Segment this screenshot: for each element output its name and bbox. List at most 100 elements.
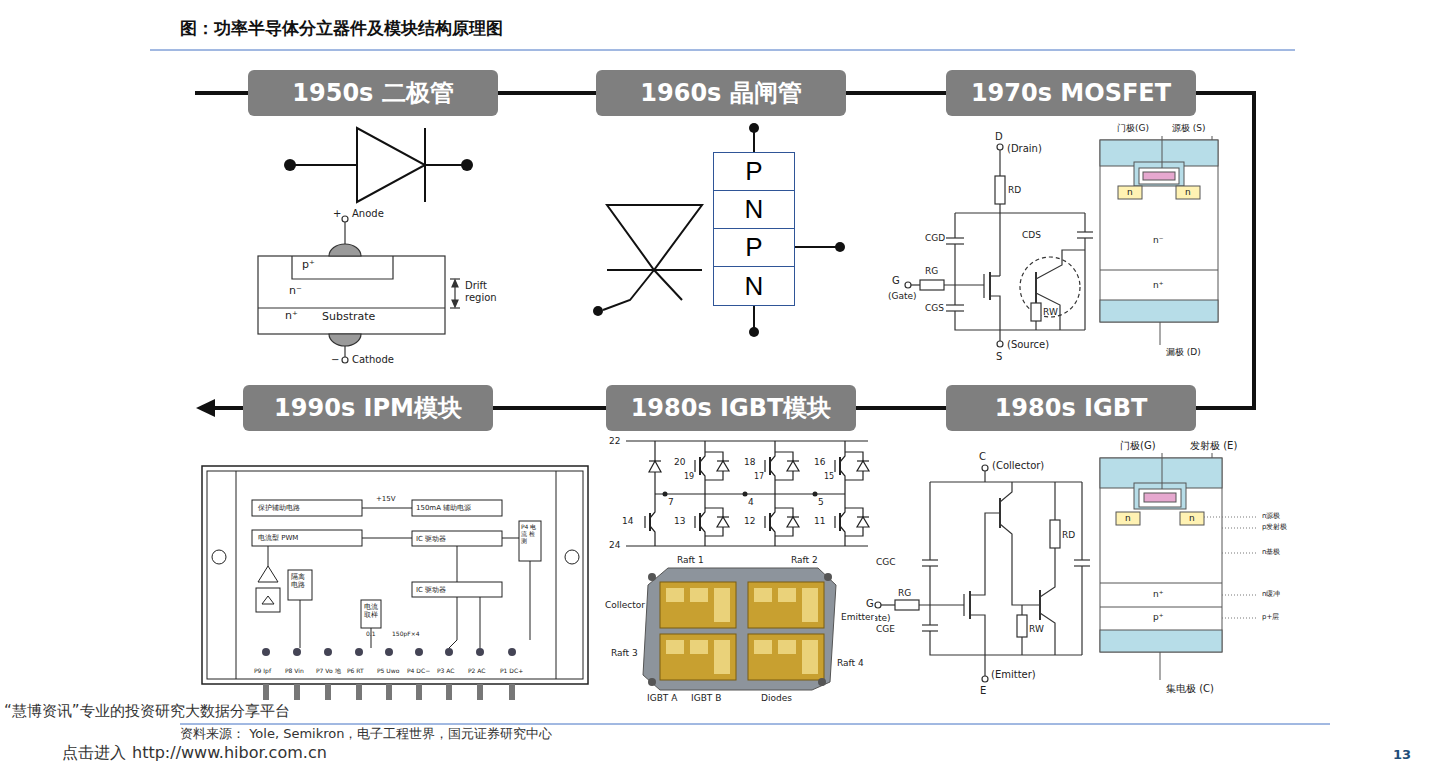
terminal-number: 24 (609, 540, 620, 550)
igbt-section-label: 门极(G) (1120, 440, 1156, 452)
igbt-section-label: 集电极 (C) (1166, 683, 1214, 695)
era-box: 1970s MOSFET (946, 70, 1196, 116)
semiconductor-layer: N (713, 190, 795, 229)
mosfet-section-label: 漏极 (D) (1166, 347, 1201, 357)
ipm-block-label: 电流型 PWM (258, 534, 298, 542)
igbt-section-label: n基极 (1262, 548, 1280, 556)
diode-label: + (333, 208, 341, 220)
era-label: 1990s IPM模块 (274, 395, 462, 421)
footer-text: 13 (1393, 748, 1411, 763)
mosfet-section-label: 门极(G) (1117, 123, 1149, 133)
mosfet-circuit-label: D (995, 131, 1003, 143)
ipm-block-label: 隔离 电路 (291, 573, 309, 589)
igbt-circuit-label: CGE (876, 624, 895, 634)
ipm-block-label: 0.1 (366, 631, 376, 638)
mosfet-circuit-label: CDS (1022, 230, 1041, 240)
igbt-section-label: p+层 (1262, 613, 1279, 621)
timeline-connector (856, 406, 946, 410)
footer-text: http://www.hibor.com.cn (132, 744, 327, 762)
era-box: 1980s IGBT模块 (606, 385, 856, 431)
igbt-section-label: n⁺ (1153, 589, 1163, 599)
diode-symbol (284, 128, 473, 202)
mosfet-section-label: 源极 (S) (1172, 123, 1206, 133)
semiconductor-layer: P (713, 228, 795, 267)
era-label: 1950s 二极管 (292, 80, 453, 106)
terminal-number: 18 (744, 457, 755, 467)
igbt-section-label: 发射极 (E) (1190, 440, 1237, 452)
pin-name: P6 RT (347, 668, 364, 675)
diode-label: Substrate (322, 311, 375, 324)
module-part-label: IGBT B (690, 693, 722, 703)
ipm-block-label: 电流 取样 (364, 603, 380, 619)
pin-name: P9 Ipf (254, 668, 271, 675)
module-part-label: Raft 1 (676, 555, 705, 565)
terminal-number: 15 (824, 472, 834, 481)
module-part-label: Collector (604, 600, 646, 610)
ipm-pins (262, 648, 516, 700)
timeline-connector (1196, 93, 1254, 408)
diode-label: Anode (352, 208, 384, 220)
rules (150, 50, 1330, 724)
terminal-number: 11 (814, 516, 825, 526)
ipm-block-label: 保护辅助电路 (258, 504, 300, 512)
mosfet-circuit-label: (Drain) (1007, 143, 1042, 155)
ipm-block-label: 150pF×4 (392, 631, 420, 638)
layer-letter: P (745, 157, 762, 186)
module-photo (643, 568, 836, 690)
footer-text: “慧博资讯”专业的投资研究大数据分享平台 (4, 703, 290, 720)
igbt-section-label: p发射极 (1262, 523, 1287, 531)
era-box: 1980s IGBT (946, 385, 1196, 431)
igbt-circuit-label: E (980, 685, 986, 697)
igbt-circuit-label: RW (1029, 624, 1044, 634)
layer-letter: N (745, 272, 764, 301)
terminal-number: 17 (754, 472, 764, 481)
igbt-layer-leaders (1204, 517, 1258, 618)
terminal-number: 13 (674, 516, 685, 526)
igbt-circuit-label: (Emitter) (991, 669, 1036, 681)
mosfet-circuit-label: RW (1043, 307, 1058, 317)
igbt-circuit-label: C (979, 451, 986, 463)
semiconductor-layer: N (713, 266, 795, 306)
mosfet-section-label: n (1185, 187, 1191, 197)
pin-name: P7 Vo 地 (316, 668, 341, 675)
era-label: 1970s MOSFET (971, 80, 1171, 106)
pin-name: P1 DC+ (500, 668, 523, 675)
ipm-block-label: +15V (376, 495, 396, 503)
igbt-equivalent-circuit (875, 465, 1090, 682)
semiconductor-layer: P (713, 152, 795, 191)
mosfet-section-label: n (1127, 187, 1133, 197)
igbt-circuit-label: CGC (876, 557, 896, 567)
era-label: 1980s IGBT模块 (631, 395, 832, 421)
pin-name: P8 Vin (285, 668, 304, 675)
mosfet-cross-section (1100, 136, 1218, 345)
mosfet-circuit-label: CGS (925, 303, 944, 313)
terminal-number: 4 (748, 497, 754, 507)
module-circuit (626, 441, 869, 546)
igbt-section-label: n (1189, 513, 1195, 523)
era-box: 1950s 二极管 (248, 70, 498, 116)
igbt-section-label: p⁺ (1153, 612, 1163, 622)
module-part-label: Raft 2 (790, 555, 819, 565)
ipm-block-label: 150mA 辅助电源 (416, 504, 471, 512)
module-part-label: Emitter (840, 612, 875, 622)
source-caption: 资料来源： Yole, Semikron，电子工程世界，国元证券研究中心 (180, 727, 552, 742)
era-label: 1980s IGBT (995, 395, 1148, 421)
diode-label: − (331, 354, 339, 366)
mosfet-equivalent-circuit (905, 144, 1093, 347)
igbt-section-label: n (1125, 513, 1131, 523)
timeline-stubs (195, 93, 248, 417)
diode-label: n⁺ (285, 310, 298, 323)
mosfet-circuit-label: S (996, 351, 1002, 363)
mosfet-circuit-label: (Gate) (888, 291, 917, 301)
diode-label: Drift region (465, 280, 511, 303)
igbt-section-label: n源极 (1262, 512, 1280, 520)
page-title: 图：功率半导体分立器件及模块结构原理图 (180, 19, 503, 39)
mosfet-circuit-label: G (892, 275, 900, 287)
terminal-number: 22 (609, 436, 620, 446)
footer-text: 点击进入 (62, 744, 126, 762)
terminal-number: 5 (818, 497, 824, 507)
pin-name: P4 DC− (407, 668, 430, 675)
pin-name: P5 Uwo (377, 668, 399, 675)
mosfet-section-label: n⁺ (1153, 280, 1163, 290)
layer-letter: N (745, 195, 764, 224)
